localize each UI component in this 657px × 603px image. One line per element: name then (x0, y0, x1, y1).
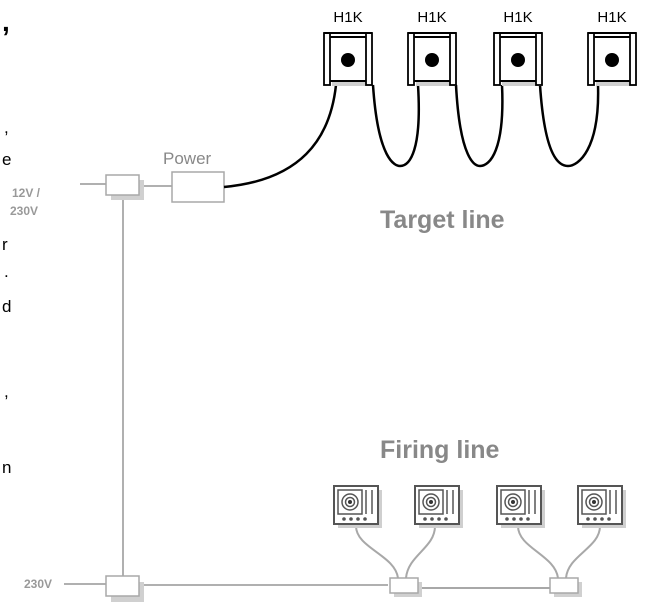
power-adapter (171, 171, 225, 203)
target-label: H1K (597, 9, 626, 26)
text-fragment: n (2, 458, 12, 477)
supply-box-bottom (105, 575, 144, 602)
monitor-icon (333, 485, 382, 528)
power-label: Power (163, 149, 212, 168)
target-label: H1K (333, 9, 362, 26)
text-fragment: . (4, 262, 9, 281)
supply-box-top (105, 174, 144, 200)
text-fragment: e (2, 150, 12, 169)
text-fragment: d (2, 297, 12, 316)
target-label: H1K (417, 9, 446, 26)
supply-wiring (64, 183, 388, 586)
text-fragment: , (4, 118, 9, 137)
text-fragment: , (2, 6, 10, 37)
text-fragment: , (4, 382, 9, 401)
supply-top-label: 12V / (12, 186, 41, 200)
target-unit: H1K (407, 9, 457, 86)
firing-line-title: Firing line (380, 436, 500, 464)
target-line-cable (223, 84, 600, 189)
firing-line-cable (355, 525, 601, 589)
target-disc-icon (425, 53, 439, 67)
supply-bottom-label: 230V (24, 577, 52, 591)
monitor-icon (496, 485, 545, 528)
junction-box-right (549, 577, 582, 597)
target-unit: H1K (323, 9, 373, 86)
monitor-icon (414, 485, 463, 528)
target-disc-icon (341, 53, 355, 67)
target-unit: H1K (493, 9, 543, 86)
target-disc-icon (511, 53, 525, 67)
monitor-icon (577, 485, 626, 528)
text-fragment: r (2, 235, 8, 254)
target-line-title: Target line (380, 206, 505, 234)
shooter-monitors (333, 485, 626, 528)
supply-top-label: 230V (10, 204, 38, 218)
target-disc-icon (605, 53, 619, 67)
junction-box-left (389, 577, 422, 597)
target-label: H1K (503, 9, 532, 26)
target-unit: H1K (587, 9, 637, 86)
target-units: H1K H1K H1K H1K (323, 9, 637, 86)
